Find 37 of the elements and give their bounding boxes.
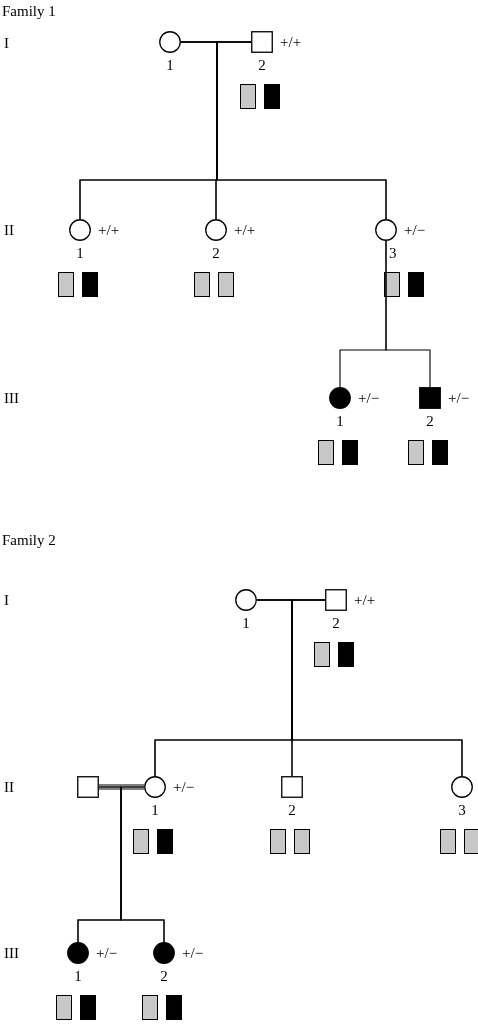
family-heading: Family 2 [2,531,56,549]
generation-numeral: I [4,34,9,52]
descent-line [120,786,165,943]
individual-number: 1 [165,56,175,74]
descent-line [291,599,463,777]
individual-number: 1 [241,614,251,632]
individual-number: 2 [159,967,169,985]
individual-number: 2 [211,244,221,262]
individual-number: 2 [287,801,297,819]
individual-number: 1 [150,801,160,819]
generation-numeral: III [4,944,19,962]
genotype-label: +/+ [279,33,302,52]
individual-number: 3 [388,244,398,262]
genotype-label: +/− [447,389,470,408]
individual-number: 2 [331,614,341,632]
individual-number: 1 [75,244,85,262]
genotype-label: +/− [95,944,118,963]
genotype-label: +/+ [353,591,376,610]
individual-number: 1 [73,967,83,985]
genotype-label: +/− [181,944,204,963]
genotype-label: +/+ [233,221,256,240]
generation-numeral: II [4,778,14,796]
generation-numeral: III [4,389,19,407]
genotype-label: +/+ [97,221,120,240]
individual-number: 2 [425,412,435,430]
individual-number: 1 [335,412,345,430]
genotype-label: +/− [403,221,426,240]
family-heading: Family 1 [2,2,56,20]
generation-numeral: II [4,221,14,239]
marriage-line [98,784,145,790]
descent-line [385,240,431,388]
individual-number: 2 [257,56,267,74]
descent-line [216,41,387,220]
individual-number: 3 [457,801,467,819]
genotype-label: +/− [172,778,195,797]
genotype-label: +/− [357,389,380,408]
generation-numeral: I [4,591,9,609]
